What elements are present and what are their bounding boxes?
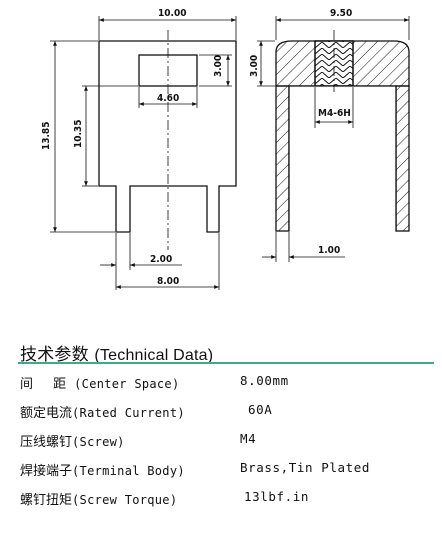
spec-label: 螺钉扭矩(Screw Torque)	[20, 493, 178, 508]
dim-inner-height: 10.35	[73, 120, 84, 148]
dim-leg-pitch: 8.00	[157, 276, 179, 287]
spec-label: 压线螺钉(Screw)	[20, 435, 125, 450]
front-outline	[98, 40, 237, 233]
dim-leg-width: 2.00	[150, 254, 172, 265]
spec-row-rated-current: 额定电流(Rated Current) 60A	[20, 402, 430, 424]
spec-row-screw-torque: 螺钉扭矩(Screw Torque) 13lbf.in	[20, 489, 430, 511]
side-dimension-labels: 9.50 3.00 M4-6H 1.00	[249, 8, 352, 256]
spec-title-en: (Technical Data)	[94, 347, 214, 364]
spec-row-screw: 压线螺钉(Screw) M4	[20, 431, 430, 453]
spec-value: M4	[240, 431, 257, 446]
front-dimensions	[50, 16, 237, 290]
spec-label: 额定电流(Rated Current)	[20, 406, 185, 421]
spec-value: 60A	[248, 402, 273, 417]
spec-value: 13lbf.in	[244, 489, 310, 504]
side-left-leg	[275, 85, 290, 232]
dim-wall-thickness: 1.00	[318, 245, 340, 256]
spec-value: Brass,Tin Plated	[240, 460, 371, 475]
spec-divider	[18, 362, 434, 364]
spec-title: 技术参数 (Technical Data)	[20, 340, 213, 365]
dim-window-height: 3.00	[213, 55, 224, 77]
dim-total-height: 13.85	[41, 122, 52, 150]
spec-value: 8.00mm	[240, 373, 289, 388]
dim-top-thickness: 3.00	[249, 55, 260, 77]
dim-side-width: 9.50	[330, 8, 352, 19]
front-dimension-labels: 10.00 3.00 4.60 10.35 13.85 2.00 8.00	[41, 8, 224, 287]
dim-thread: M4-6H	[318, 108, 351, 119]
side-dimensions	[257, 16, 410, 262]
side-right-leg	[395, 85, 410, 232]
dim-window-width: 4.60	[157, 93, 179, 104]
spec-label: 焊接端子(Terminal Body)	[20, 464, 185, 479]
front-view	[98, 30, 237, 250]
spec-row-center-space: 间 距(Center Space) 8.00mm	[20, 373, 430, 395]
spec-label: 间 距(Center Space)	[20, 377, 180, 392]
dim-width: 10.00	[158, 8, 186, 19]
spec-title-cn: 技术参数	[20, 345, 89, 365]
spec-row-terminal-body: 焊接端子(Terminal Body) Brass,Tin Plated	[20, 460, 430, 482]
technical-drawing: 10.00 3.00 4.60 10.35 13.85 2.00 8.00	[41, 8, 410, 290]
side-view	[275, 40, 410, 232]
